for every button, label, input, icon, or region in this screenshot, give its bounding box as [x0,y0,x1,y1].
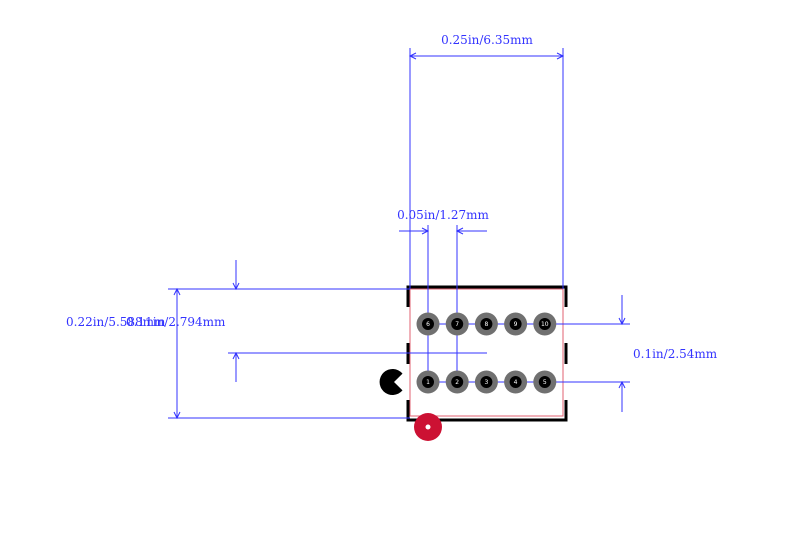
dim-total-width-label: 0.25in/6.35mm [441,33,533,47]
pad-drill-1 [422,376,434,388]
pad-label: 9 [514,321,518,328]
pad-drill-3 [480,376,493,388]
pad-drill-8 [480,318,493,330]
pad-label: 5 [543,379,547,386]
pad-array: 6 7 8 9 10 1 2 3 4 5 [416,312,557,394]
pad-label: 8 [484,321,488,328]
pad-label: 3 [484,379,488,386]
dim-row-span-label: 0.11in/2.794mm [126,315,226,329]
origin-marker-center [425,424,431,430]
pad-label: 6 [426,321,430,328]
pad-drill-9 [509,318,522,330]
pad-drill-7 [451,318,464,330]
dim-row-pitch-label: 0.1in/2.54mm [633,347,718,361]
pad-label: 4 [514,379,518,386]
silkscreen-outline [406,285,568,422]
pad-drill-2 [451,376,464,388]
pad-label: 1 [426,379,430,386]
pad-drill-10 [538,318,551,330]
pad-drill-4 [509,376,522,388]
pad-label: 7 [455,321,459,328]
pad-label: 10 [541,321,549,328]
pad-drill-5 [538,376,551,388]
dim-pin-pitch-label: 0.05in/1.27mm [397,208,489,222]
pin1-indicator-icon [379,369,403,396]
pad-drill-6 [422,318,434,330]
pad-label: 2 [455,379,459,386]
dim-body-height-label: 0.22in/5.588mm [66,315,166,329]
dimension-lines [168,48,630,420]
